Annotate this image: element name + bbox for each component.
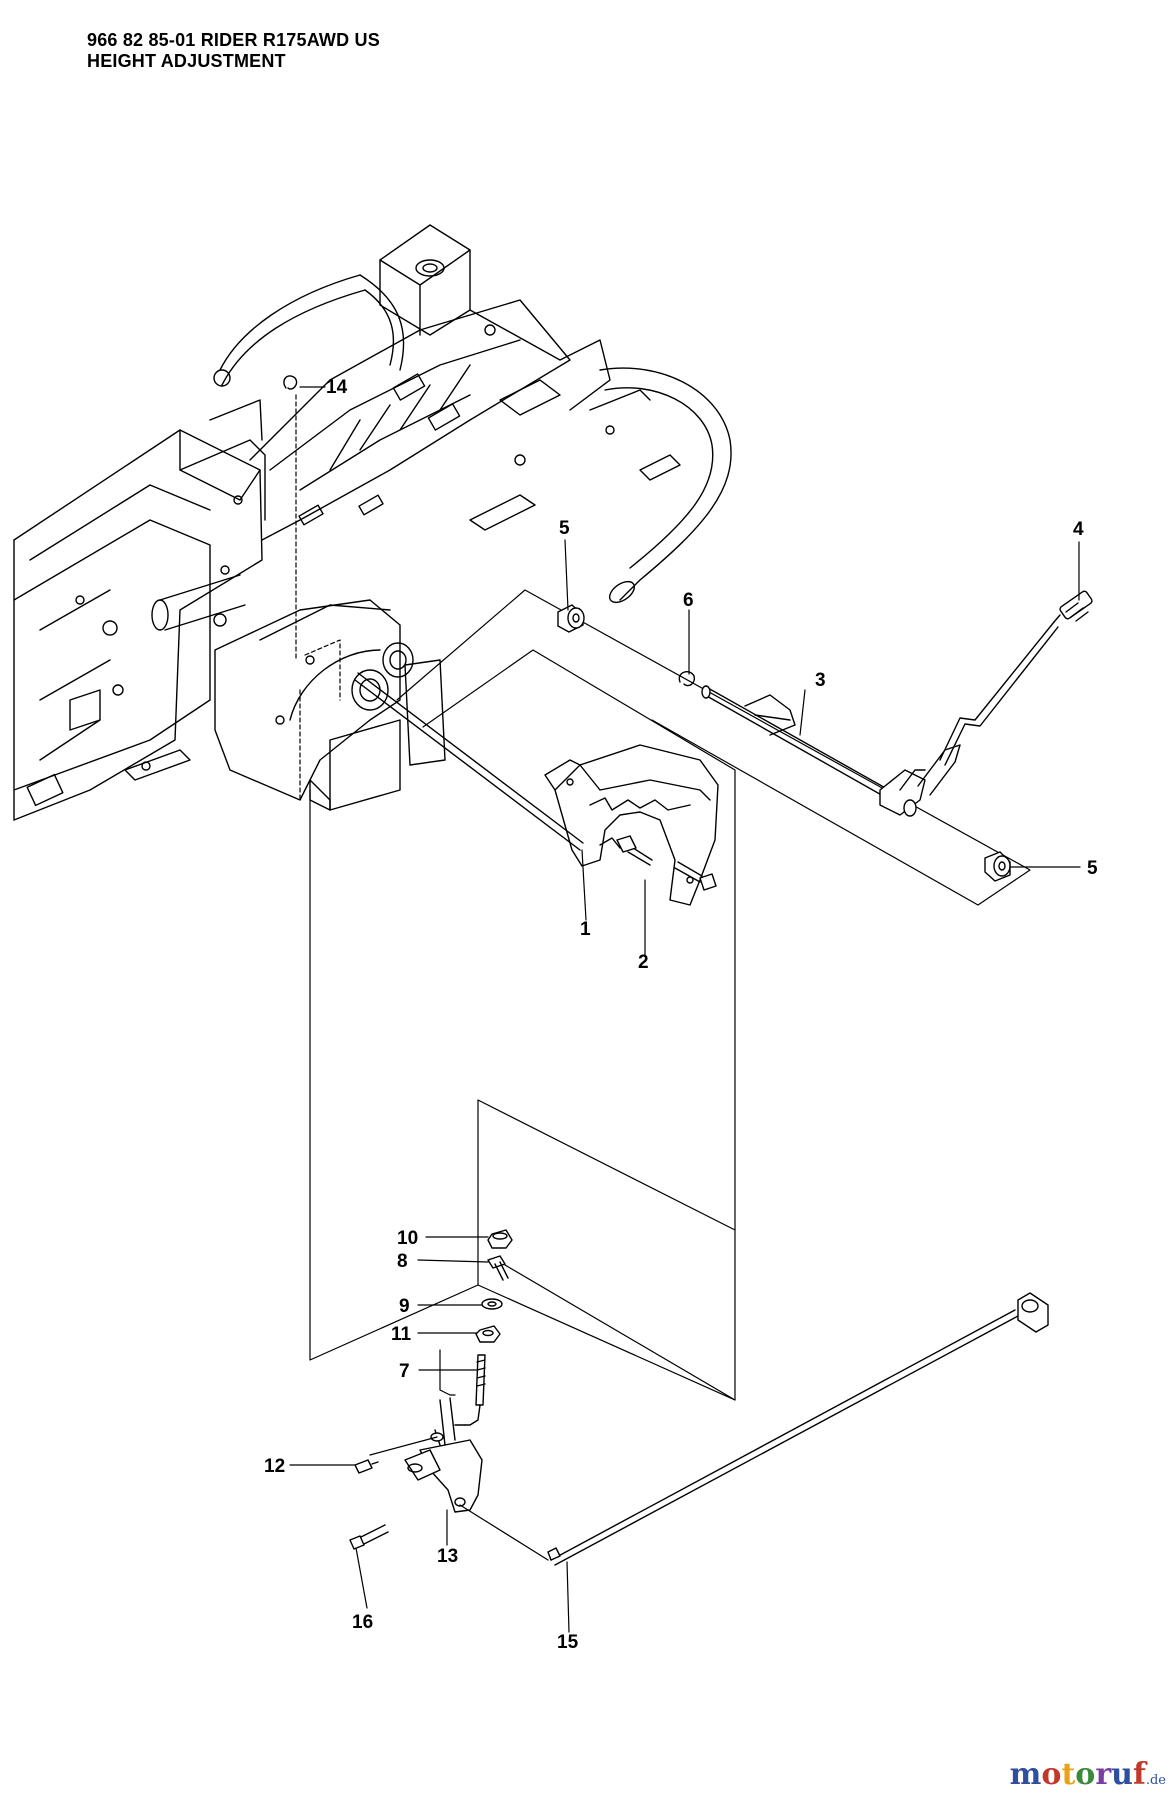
watermark-letter: o (1075, 1757, 1096, 1792)
watermark-suffix: .de (1145, 1773, 1166, 1788)
part-1-height-plate (544, 744, 719, 906)
part-8-bolt (487, 1255, 509, 1281)
callout-2: 2 (638, 952, 649, 973)
part-5-bushing-lower (984, 851, 1011, 882)
part-10-nut (487, 1229, 513, 1249)
part-3-lift-shaft (701, 685, 961, 817)
watermark-letter: o (1041, 1757, 1062, 1792)
callout-14: 14 (326, 377, 348, 398)
watermark-brand: motoruf (1010, 1757, 1146, 1792)
callout-11: 11 (391, 1324, 412, 1345)
callout-5-upper: 5 (559, 518, 570, 539)
part-9-washer (481, 1298, 503, 1310)
diagram-part-number: 966 82 85-01 RIDER R175AWD US (87, 30, 380, 50)
callout-13: 13 (437, 1546, 458, 1567)
watermark-letter: r (1095, 1757, 1112, 1792)
watermark-logo: motoruf.de (1010, 1757, 1166, 1792)
pivot-bracket (214, 599, 446, 811)
callout-4: 4 (1073, 519, 1084, 540)
callout-3: 3 (815, 670, 826, 691)
callout-7: 7 (399, 1361, 410, 1382)
part-6-clip (678, 671, 696, 687)
watermark-letter: t (1061, 1757, 1076, 1792)
assembly-leader-lines (295, 394, 341, 801)
callout-10: 10 (397, 1228, 418, 1249)
part-4-lift-handle (939, 590, 1093, 766)
watermark-letter: f (1132, 1757, 1146, 1792)
watermark-letter: m (1009, 1757, 1042, 1792)
callout-15: 15 (557, 1632, 579, 1653)
part-5-bushing-upper (557, 604, 585, 633)
part-7-threaded-rod (454, 1354, 486, 1426)
part-2-bolts (616, 835, 717, 891)
callout-1: 1 (580, 919, 591, 940)
height-adjust-rod (354, 672, 584, 851)
part-12-pin (354, 1459, 379, 1474)
callout-9: 9 (399, 1296, 410, 1317)
callout-8: 8 (397, 1251, 408, 1272)
callout-5-lower: 5 (1087, 858, 1098, 879)
part-15-link-rod (547, 1292, 1049, 1566)
part-11-nut (475, 1325, 501, 1343)
part-13-bellcrank (404, 1397, 483, 1513)
diagram-header: 966 82 85-01 RIDER R175AWD US HEIGHT ADJ… (87, 30, 380, 72)
callout-16: 16 (352, 1612, 373, 1633)
part-16-pin (349, 1524, 389, 1550)
chassis-frame (13, 224, 732, 821)
watermark-letter: u (1111, 1757, 1133, 1792)
callout-labels: 14 5 6 3 4 5 1 2 10 8 9 11 7 12 13 16 15 (264, 377, 1098, 1653)
callout-12: 12 (264, 1456, 285, 1477)
part-14-e-clip (283, 375, 298, 390)
callout-leaders (289, 386, 1081, 1633)
callout-6: 6 (683, 590, 694, 611)
assembly-outline (309, 589, 1031, 1401)
diagram-section-title: HEIGHT ADJUSTMENT (87, 51, 286, 71)
